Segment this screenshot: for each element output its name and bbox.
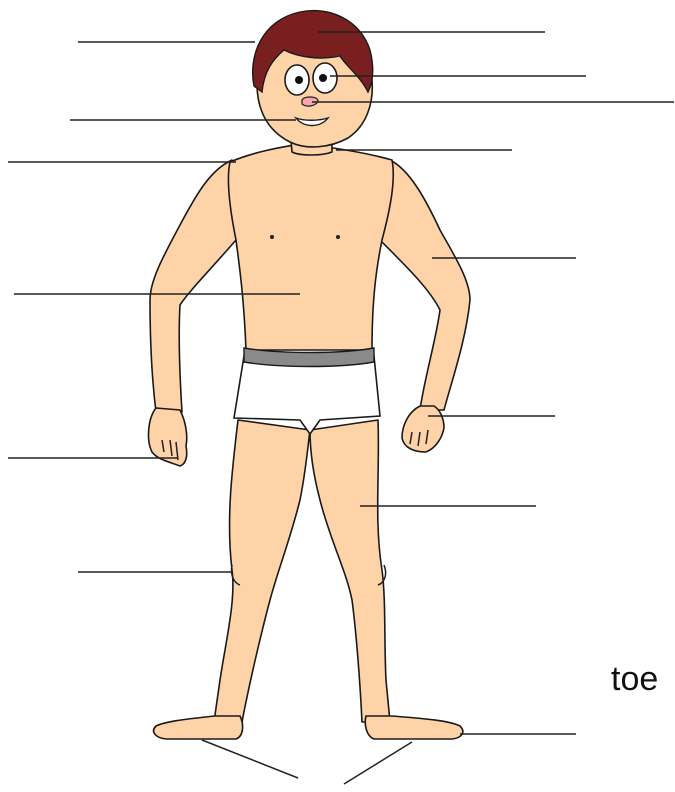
- right-leg: [310, 420, 390, 722]
- label-line-foot-right: [344, 742, 412, 784]
- left-foot: [154, 716, 243, 739]
- label-toe: toe: [611, 662, 658, 696]
- torso: [228, 144, 393, 350]
- right-nipple: [336, 235, 340, 239]
- left-leg: [214, 420, 310, 722]
- left-arm: [150, 160, 236, 412]
- left-nipple: [270, 235, 274, 239]
- label-line-foot-left: [202, 740, 298, 778]
- left-pupil: [295, 76, 303, 84]
- right-hand: [402, 406, 444, 452]
- right-foot: [365, 716, 463, 739]
- right-arm: [380, 160, 470, 410]
- right-pupil: [319, 74, 327, 82]
